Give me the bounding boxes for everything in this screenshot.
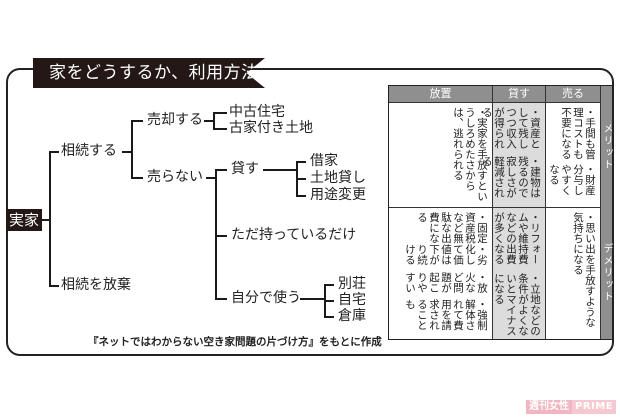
node-rent: 貸す bbox=[231, 161, 259, 177]
connector bbox=[296, 195, 306, 197]
connector bbox=[300, 298, 325, 300]
source-note: 『ネットではわからない空き家問題の片づけ方』をもとに作成 bbox=[88, 336, 382, 348]
node-inherit: 相続する bbox=[61, 143, 117, 159]
node-just-keep: ただ持っているだけ bbox=[231, 227, 357, 243]
merit-leave-item: ・実家を手放すというしろめたさからは、逃れられる bbox=[452, 107, 488, 202]
header-sell: 売る bbox=[546, 86, 601, 102]
watermark-part2: PRIME bbox=[572, 400, 617, 414]
header-leave: 放置 bbox=[389, 86, 493, 102]
header-rent: 貸す bbox=[493, 86, 546, 102]
demerit-leave-item: ・劣化して価値は下がり続ける bbox=[404, 243, 488, 265]
connector bbox=[296, 178, 306, 180]
connector bbox=[131, 120, 143, 122]
connector bbox=[49, 151, 59, 153]
node-sell: 売却する bbox=[147, 112, 203, 128]
connector bbox=[215, 298, 227, 300]
node-renounce: 相続を放棄 bbox=[61, 277, 131, 293]
merit-leave: ・実家を手放すというしろめたさからは、逃れられる bbox=[389, 102, 493, 207]
demerit-leave-item: ・固定資産税など無駄な出費になる bbox=[416, 212, 488, 244]
connector bbox=[49, 285, 59, 287]
connector bbox=[324, 316, 334, 318]
connector bbox=[215, 169, 217, 299]
merit-sell-item: ・手間も管理コストも不要になる bbox=[560, 107, 596, 160]
connector bbox=[213, 128, 227, 130]
comparison-table: 放置 貸す 売る メリット デメリット ・実家を手放すというしろめたさからは、逃… bbox=[388, 85, 612, 340]
node-land-lease: 土地貸し bbox=[310, 170, 366, 186]
connector bbox=[213, 112, 215, 129]
connector bbox=[131, 177, 143, 179]
node-land-with-house: 古家付き土地 bbox=[229, 120, 313, 136]
root-node: 実家 bbox=[6, 209, 42, 231]
connector bbox=[206, 177, 216, 179]
node-used-house: 中古住宅 bbox=[229, 104, 285, 120]
connector bbox=[215, 169, 227, 171]
demerit-rent-item: ・リフォームや維持費などの出費が多くなる bbox=[493, 212, 541, 265]
demerit-leave-item: ・放火など問題が起こりやすい bbox=[404, 271, 488, 293]
row-label-merit: メリット bbox=[601, 86, 612, 207]
row-label-demerit: デメリット bbox=[601, 207, 612, 339]
merit-sell-item: ・財産分与しやすくなる bbox=[548, 163, 596, 196]
connector bbox=[215, 235, 227, 237]
node-not-sell: 売らない bbox=[147, 169, 203, 185]
demerit-sell-item: ・思い出を手放すような気持ちになる bbox=[572, 212, 596, 328]
node-repurpose: 用途変更 bbox=[310, 187, 366, 203]
node-rental-house: 借家 bbox=[310, 153, 338, 169]
node-self-use: 自分で使う bbox=[231, 290, 301, 306]
connector bbox=[122, 151, 132, 153]
connector bbox=[324, 284, 334, 286]
connector bbox=[324, 300, 334, 302]
demerit-leave: ・固定資産税など無駄な出費になる ・劣化して価値は下がり続ける ・放火など問題が… bbox=[389, 207, 493, 339]
connector bbox=[42, 219, 50, 221]
connector bbox=[204, 120, 214, 122]
node-storage: 倉庫 bbox=[338, 308, 366, 324]
demerit-rent: ・リフォームや維持費などの出費が多くなる ・立地などの条件がよくないとマイナスに… bbox=[493, 207, 546, 339]
node-villa: 別荘 bbox=[338, 276, 366, 292]
demerit-leave-item: ・強制解体されて費用を請求されることも bbox=[404, 299, 488, 331]
demerit-sell: ・思い出を手放すような気持ちになる bbox=[546, 207, 601, 339]
connector bbox=[263, 169, 297, 171]
connector bbox=[213, 112, 227, 114]
merit-rent-item: ・資産として残しつつ収入が得られる bbox=[481, 107, 541, 149]
merit-rent-item: ・建物は残るので寂しさが軽減される bbox=[481, 156, 541, 198]
connector bbox=[49, 151, 51, 287]
demerit-rent-item: ・立地などの条件がよくないとマイナスになる bbox=[493, 272, 541, 336]
page-title: 家をどうするか、利用方法 bbox=[33, 58, 265, 88]
merit-sell: ・手間も管理コストも不要になる ・財産分与しやすくなる bbox=[546, 102, 601, 207]
merit-rent: ・資産として残しつつ収入が得られる ・建物は残るので寂しさが軽減される bbox=[481, 102, 546, 207]
watermark-logo: 週刊女性 PRIME bbox=[526, 400, 617, 414]
connector bbox=[296, 161, 306, 163]
watermark-part1: 週刊女性 bbox=[526, 400, 572, 414]
node-residence: 自宅 bbox=[338, 292, 366, 308]
connector bbox=[131, 120, 133, 178]
